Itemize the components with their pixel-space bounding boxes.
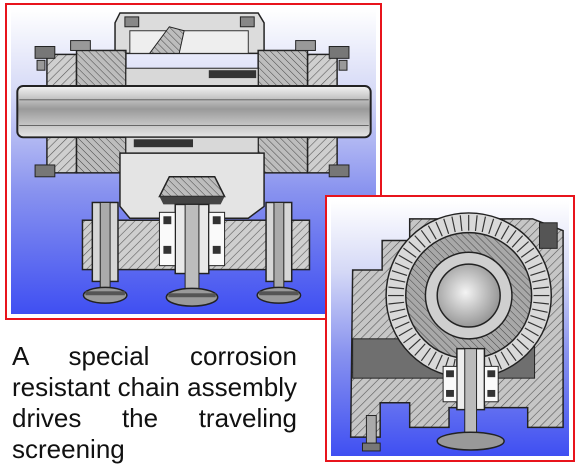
end-section-drawing (331, 201, 569, 456)
gear-tooth (506, 347, 517, 362)
gear-tooth (420, 347, 432, 362)
gear-tooth (506, 229, 517, 244)
gear-tooth (391, 270, 408, 277)
gear-end-section-svg (349, 212, 564, 452)
gear-tooth (524, 327, 539, 337)
gear-tooth (435, 221, 443, 237)
gear-tooth (533, 286, 549, 290)
gear-tooth (520, 333, 535, 344)
gear-tooth (530, 315, 546, 322)
drive-assembly-section-svg (16, 12, 372, 307)
cross-section-drawing (11, 9, 376, 314)
gear-tooth (500, 351, 510, 366)
gear-tooth (443, 218, 450, 235)
cross-section-drawing-frame (5, 3, 382, 320)
gear-tooth (391, 315, 408, 322)
gear-tooth (403, 333, 417, 344)
gear-tooth (527, 262, 543, 270)
gear-tooth (427, 351, 437, 366)
end-sprocket (436, 431, 505, 451)
gear-tooth (408, 338, 421, 350)
gear-tooth (533, 301, 549, 305)
gear-tooth (459, 215, 463, 232)
gear-tooth (516, 241, 530, 253)
gear-tooth (527, 321, 543, 329)
main-shaft (16, 85, 372, 139)
gear-tooth (435, 354, 443, 370)
gear-tooth (389, 278, 406, 283)
caption-text: A special corrosion resistant chain asse… (12, 341, 297, 464)
gear-tooth (532, 308, 548, 313)
gear-tooth (403, 247, 417, 258)
gear-tooth (520, 247, 535, 258)
gear-tooth (494, 221, 503, 237)
gear-tooth (516, 338, 530, 350)
gear-tooth (414, 343, 426, 356)
gear-tooth (394, 321, 410, 329)
gear-tooth (474, 215, 478, 232)
end-section-drawing-frame (325, 195, 575, 462)
gear-tooth (451, 216, 456, 233)
gear-tooth (481, 216, 487, 233)
gear-tooth (414, 235, 426, 248)
gear-tooth (488, 218, 495, 235)
gear-tooth (394, 262, 410, 270)
bevel-gear (158, 176, 226, 198)
gear-tooth (511, 235, 524, 248)
gear-tooth (388, 286, 405, 290)
gear-tooth (388, 301, 405, 305)
gear-tooth (420, 229, 432, 244)
gear-tooth (524, 254, 539, 264)
gear-tooth (427, 225, 437, 240)
gear-tooth (398, 327, 413, 337)
gear-tooth (532, 278, 548, 283)
gear-tooth (530, 270, 546, 277)
gear-tooth (500, 225, 510, 240)
gear-tooth (389, 308, 406, 313)
hub (436, 263, 501, 328)
gear-tooth (494, 354, 503, 370)
gear-tooth (398, 254, 413, 264)
gear-tooth (511, 343, 524, 356)
gear-tooth (408, 241, 421, 253)
